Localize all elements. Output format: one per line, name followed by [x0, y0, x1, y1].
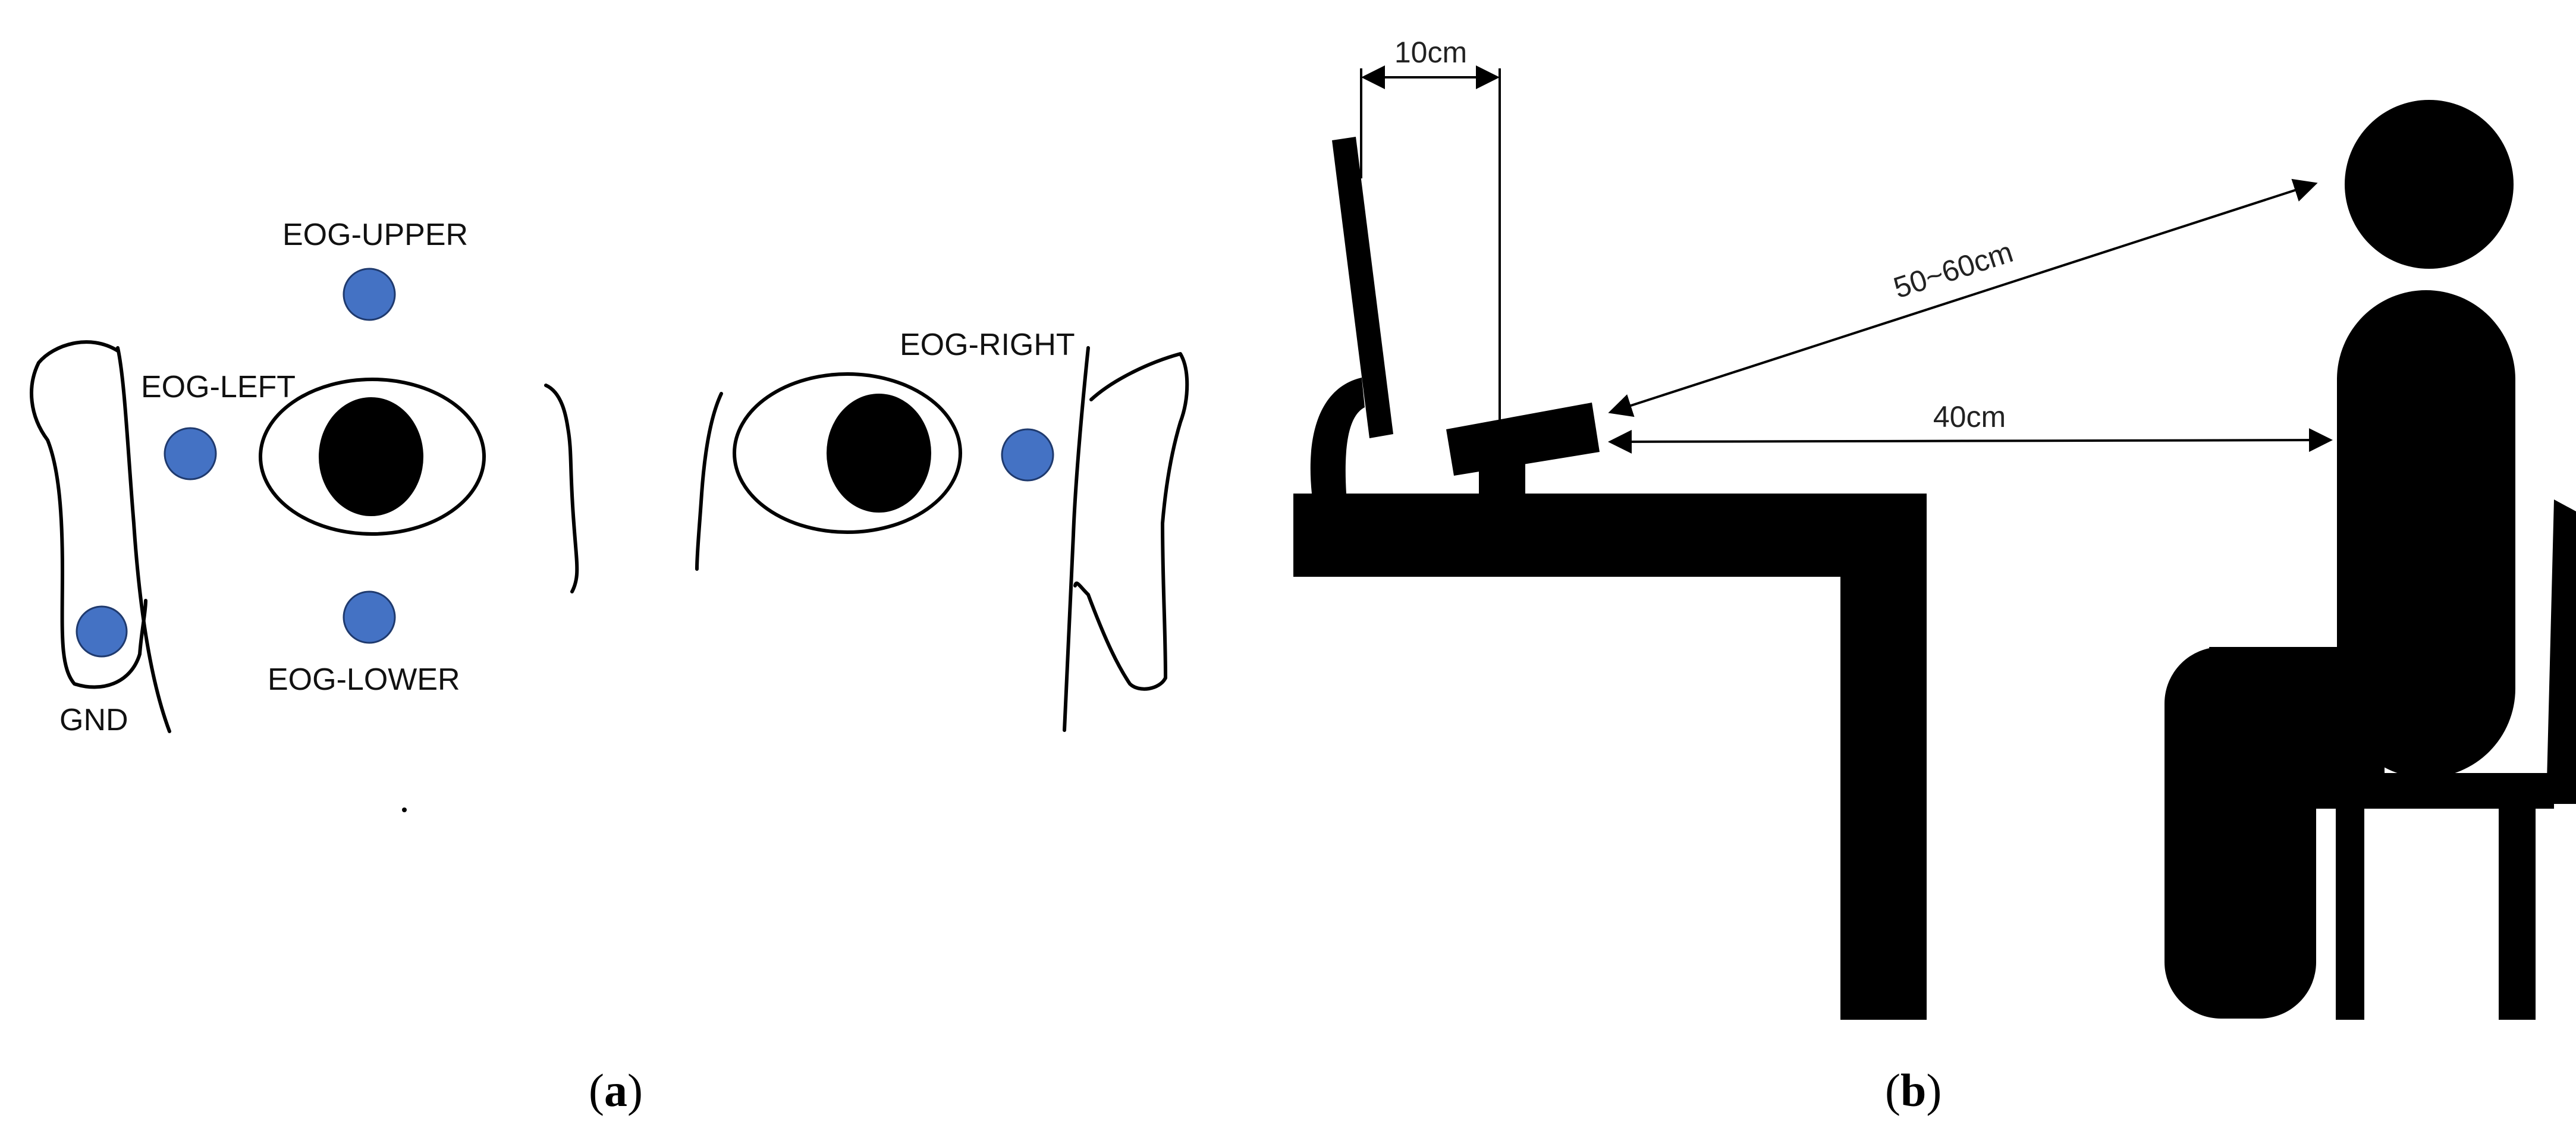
chair-back-leg — [2499, 806, 2536, 1020]
dim-eye-screen-label: 50~60cm — [1890, 235, 2017, 304]
eye-tracker-base — [1479, 458, 1525, 495]
nose-left-line — [544, 384, 579, 593]
caption-a: (a) — [589, 1064, 643, 1116]
chair-back — [2546, 499, 2576, 804]
chair-seat — [2301, 773, 2554, 809]
eog-right-label: EOG-RIGHT — [900, 328, 1075, 362]
left-ear-outline — [30, 340, 147, 689]
panel-b: 10cm 50~60cm 40cm (b) — [1293, 36, 2576, 1116]
dim-10cm-label: 10cm — [1394, 36, 1467, 69]
right-face-contour — [1063, 346, 1090, 732]
person-lower-leg — [2165, 647, 2316, 1019]
monitor-stand — [1310, 378, 1365, 494]
chair — [2301, 499, 2576, 1020]
electrode-eog-left — [164, 427, 217, 480]
person-silhouette — [2165, 100, 2515, 1019]
chair-front-leg — [2336, 806, 2364, 1020]
gnd-label: GND — [59, 703, 128, 737]
person-head — [2345, 100, 2514, 269]
dim-tracker-subject-label: 40cm — [1933, 400, 2006, 433]
electrode-eog-right — [1001, 428, 1054, 482]
right-ear-outline — [1073, 352, 1189, 691]
eog-upper-label: EOG-UPPER — [282, 218, 468, 252]
eye-tracker-body — [1446, 403, 1600, 476]
monitor-screen — [1332, 137, 1393, 438]
nose-right-line — [695, 392, 723, 571]
dim-tracker-subject-arrow — [1608, 428, 2333, 454]
dim-eye-screen-arrow — [1608, 178, 2318, 417]
electrode-eog-upper — [343, 268, 396, 321]
left-face-contour — [116, 346, 171, 733]
eog-left-label: EOG-LEFT — [141, 370, 296, 404]
electrode-eog-lower — [343, 590, 396, 644]
left-pupil — [319, 397, 423, 516]
panel-a: GND EOG-LEFT EOG-UPPER EOG-LOWER EOG-RIG… — [30, 218, 1189, 1116]
right-pupil — [827, 394, 931, 513]
desk — [1293, 494, 1927, 1020]
electrode-gnd — [76, 605, 128, 658]
eog-lower-label: EOG-LOWER — [268, 662, 460, 697]
caption-b: (b) — [1885, 1064, 1942, 1116]
stray-dot — [402, 807, 407, 812]
